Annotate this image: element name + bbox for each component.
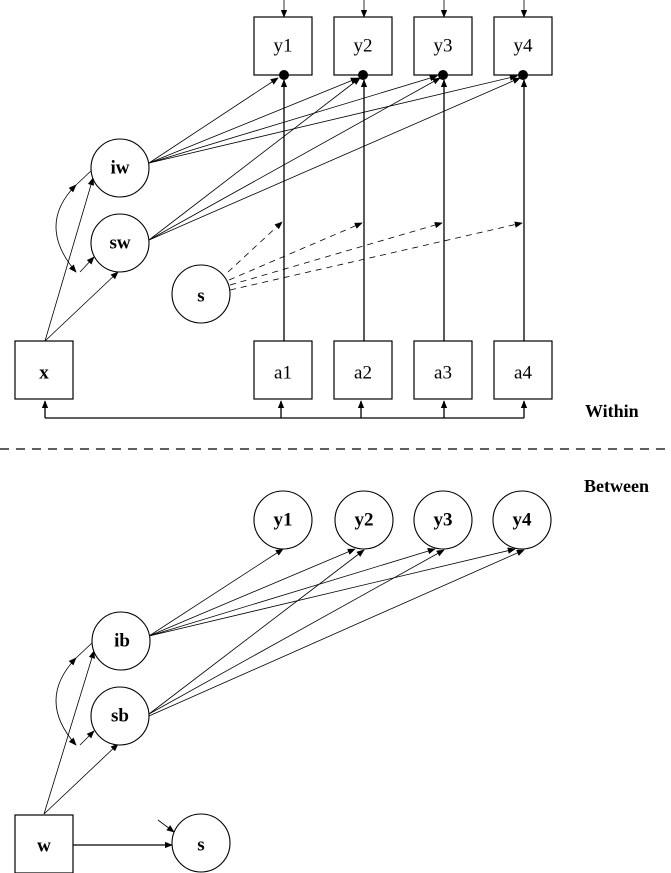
random-slope-path-3 [229, 221, 443, 286]
path-sw-y3 [148, 77, 441, 241]
path-iw-y2 [148, 77, 359, 164]
node-label: s [197, 835, 204, 856]
random-intercept-dot [518, 70, 528, 80]
between-factor-ib[interactable]: ib [91, 611, 151, 671]
within-level: y1 y2 y3 y4 iw sw s [14, 0, 639, 421]
residual-arrow-s [157, 819, 175, 833]
node-label: sb [111, 706, 129, 727]
within-outcome-y3[interactable]: y3 [413, 16, 473, 80]
covariance-sb-stub [79, 730, 95, 746]
covariance-bus [41, 400, 528, 419]
random-slope-path-1 [227, 221, 283, 273]
within-outcome-y2[interactable]: y2 [333, 16, 393, 80]
tvc-paths [280, 79, 528, 341]
between-outcome-y4[interactable]: y4 [492, 490, 552, 550]
path-ib-y3 [148, 548, 436, 637]
covariance-iw-sw [55, 184, 77, 273]
between-outcome-y1[interactable]: y1 [253, 490, 313, 550]
path-w-ib [43, 650, 95, 815]
within-outcome-y1[interactable]: y1 [253, 16, 313, 80]
path-sw-y2 [148, 77, 361, 241]
between-level: Between y1 y2 [14, 476, 649, 873]
between-random-slope-s[interactable]: s [171, 813, 231, 873]
node-label: a4 [514, 363, 532, 384]
random-slope-path-2 [228, 222, 363, 281]
residual-arrows [280, 0, 528, 18]
node-label: y1 [274, 510, 293, 531]
within-outcome-y4[interactable]: y4 [493, 16, 553, 80]
node-label: y3 [434, 510, 453, 531]
within-factor-iw[interactable]: iw [90, 138, 150, 198]
path-ib-y4 [148, 547, 516, 637]
node-label: y1 [274, 36, 293, 57]
path-sw-y4 [148, 77, 521, 241]
path-w-sb [43, 743, 119, 815]
node-label: y3 [434, 36, 453, 57]
node-label: y2 [354, 36, 373, 57]
random-intercept-dot [279, 70, 289, 80]
path-ib-y2 [148, 548, 356, 637]
node-label: sw [109, 233, 130, 254]
node-label: a1 [274, 363, 292, 384]
random-slope-paths [227, 221, 523, 291]
path-iw-y1 [148, 77, 279, 164]
between-section-label: Between [584, 476, 649, 496]
node-label: ib [114, 631, 130, 652]
covariance-ib-sb [55, 657, 77, 746]
between-factor-sb[interactable]: sb [90, 686, 150, 746]
node-label: w [37, 836, 51, 857]
covariance-iw-stub [75, 169, 93, 186]
path-ib-y1 [148, 548, 284, 637]
node-label: y4 [513, 510, 533, 531]
path-sb-y2 [148, 549, 365, 715]
sb-loadings [148, 549, 525, 717]
node-label: y4 [514, 36, 534, 57]
within-tvc-a1[interactable]: a1 [253, 340, 313, 400]
node-label: iw [111, 158, 130, 179]
within-tvc-a4[interactable]: a4 [493, 340, 553, 400]
node-label: s [197, 286, 204, 307]
random-intercept-dot [438, 70, 448, 80]
path-x-sw [44, 271, 119, 342]
iw-loadings [148, 74, 518, 164]
node-label: x [39, 363, 49, 384]
ib-loadings [148, 547, 516, 637]
node-label: y2 [355, 510, 374, 531]
between-covariate-w[interactable]: w [14, 814, 74, 873]
node-label: a3 [434, 363, 452, 384]
between-outcome-y2[interactable]: y2 [334, 490, 394, 550]
path-x-iw [44, 177, 95, 342]
within-tvc-a2[interactable]: a2 [333, 340, 393, 400]
covariance-sw-stub [79, 256, 95, 273]
covariance-ib-stub [75, 642, 93, 659]
path-sb-y3 [148, 549, 445, 715]
path-iw-y4 [148, 74, 518, 164]
within-covariate-x[interactable]: x [14, 340, 74, 400]
between-outcome-y3[interactable]: y3 [413, 490, 473, 550]
path-sb-y4 [148, 549, 525, 717]
within-factor-sw[interactable]: sw [90, 213, 150, 273]
within-section-label: Within [585, 401, 639, 421]
within-tvc-a3[interactable]: a3 [413, 340, 473, 400]
within-random-slope-s[interactable]: s [171, 264, 231, 324]
node-label: a2 [354, 363, 372, 384]
path-iw-y3 [148, 75, 438, 164]
random-intercept-dot [358, 70, 368, 80]
random-slope-path-4 [229, 221, 523, 291]
sw-loadings [148, 77, 521, 241]
